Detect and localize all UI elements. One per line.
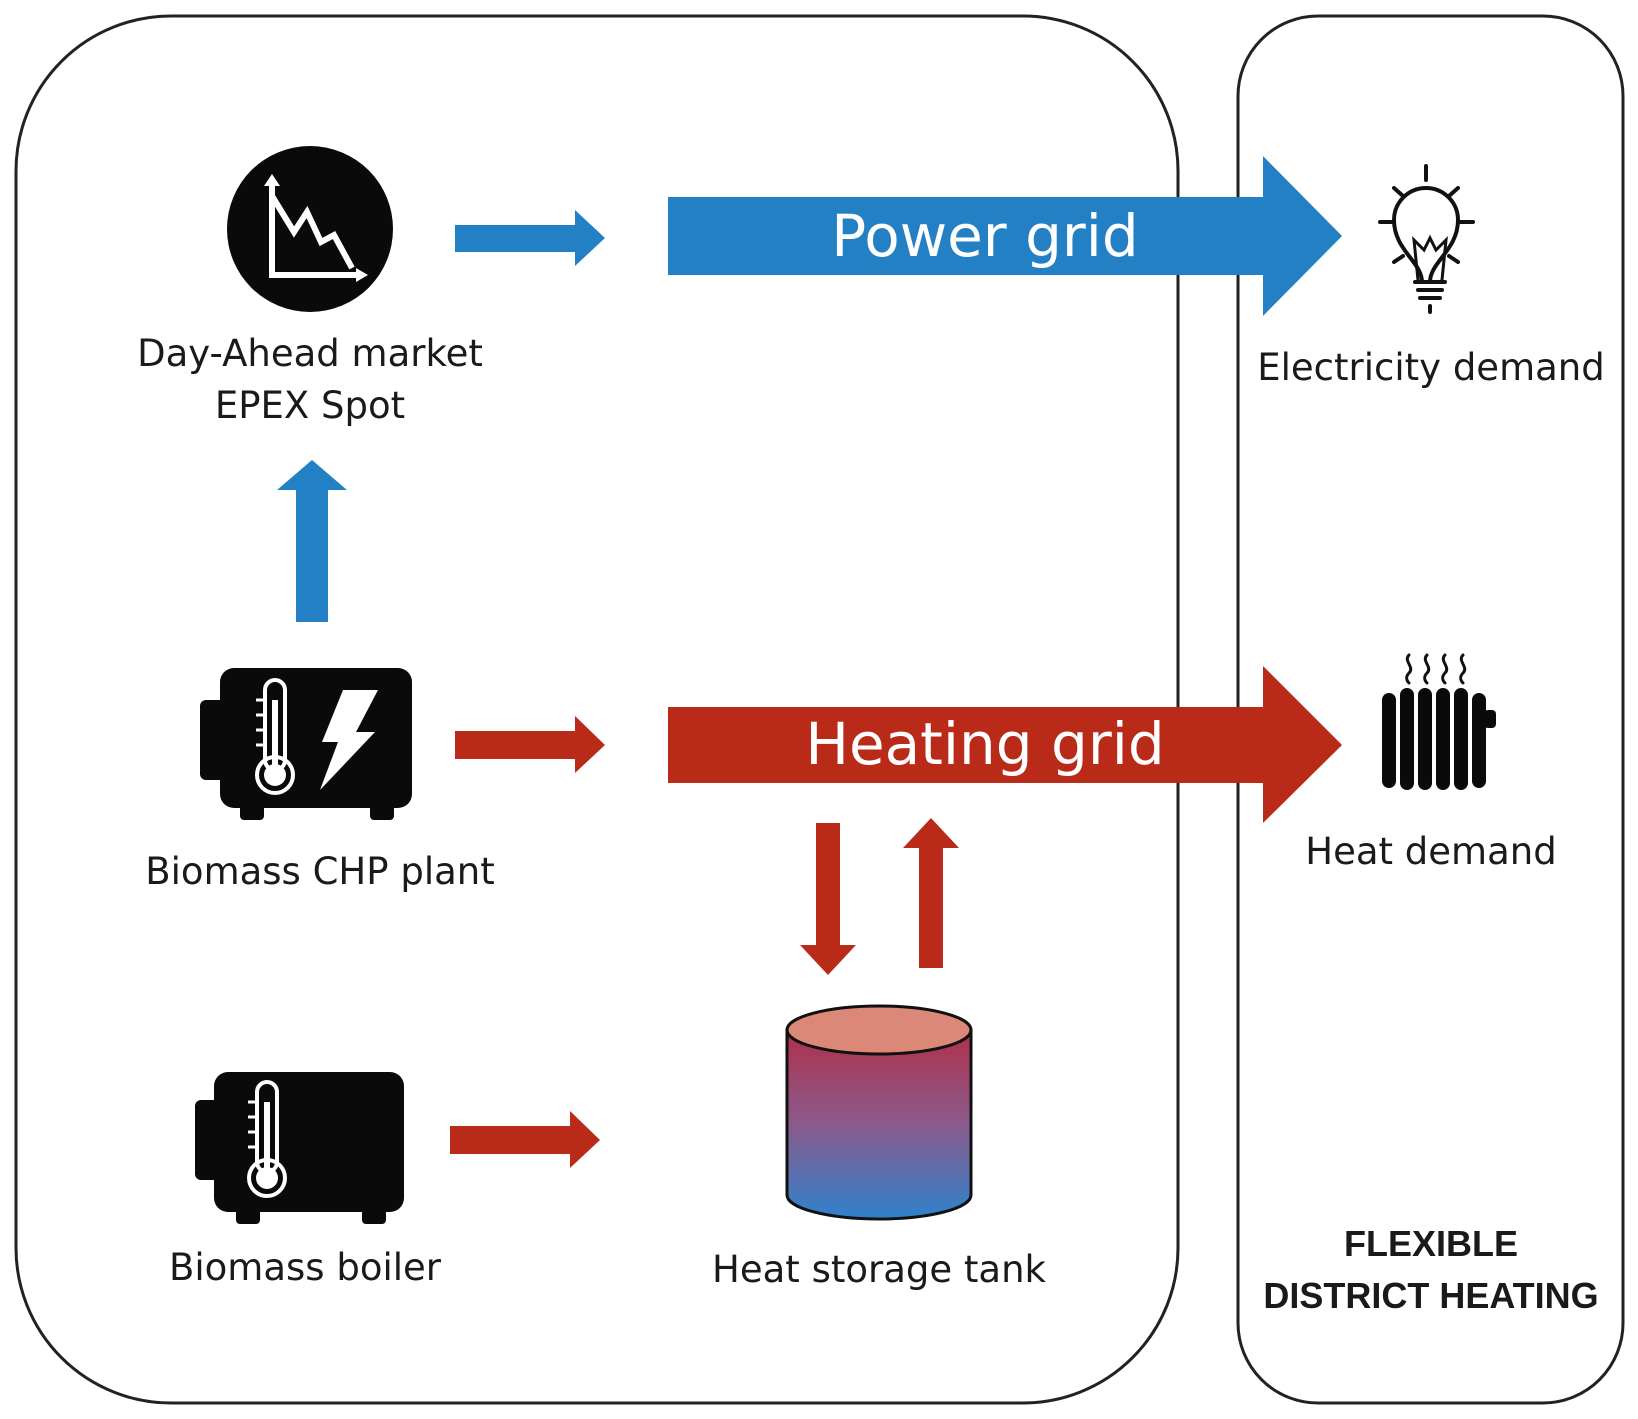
boiler-to-storage-arrow: [450, 1111, 600, 1168]
market-label-line2: EPEX Spot: [214, 384, 406, 427]
panel-title-line2: DISTRICT HEATING: [1263, 1275, 1599, 1316]
grid-to-storage-arrow: [800, 823, 856, 975]
electricity-demand-label: Electricity demand: [1257, 346, 1605, 389]
heat-demand-label: Heat demand: [1305, 830, 1557, 873]
chp-to-market-arrow: [277, 460, 347, 622]
chp-to-heating-arrow: [455, 716, 605, 773]
chp-label: Biomass CHP plant: [145, 850, 495, 893]
power-grid-label: Power grid: [831, 202, 1138, 270]
market-to-power-arrow: [455, 210, 605, 266]
panel-title-line1: FLEXIBLE: [1343, 1223, 1518, 1264]
storage-label: Heat storage tank: [712, 1248, 1046, 1291]
price-chart-icon: [227, 146, 393, 312]
storage-tank-icon: [785, 1004, 973, 1221]
market-label: Day-Ahead market EPEX Spot: [110, 328, 510, 432]
panel-title: FLEXIBLE DISTRICT HEATING: [1240, 1218, 1622, 1322]
radiator-icon: [1382, 653, 1496, 790]
storage-to-grid-arrow: [903, 818, 959, 968]
chp-plant-icon: [200, 668, 412, 820]
lightbulb-icon: [1378, 164, 1475, 314]
boiler-icon: [195, 1072, 404, 1224]
market-label-line1: Day-Ahead market: [137, 332, 483, 375]
power-grid-arrow: [668, 156, 1342, 316]
heating-grid-label: Heating grid: [805, 710, 1164, 778]
heating-grid-arrow: [668, 666, 1342, 823]
boiler-label: Biomass boiler: [169, 1246, 441, 1289]
